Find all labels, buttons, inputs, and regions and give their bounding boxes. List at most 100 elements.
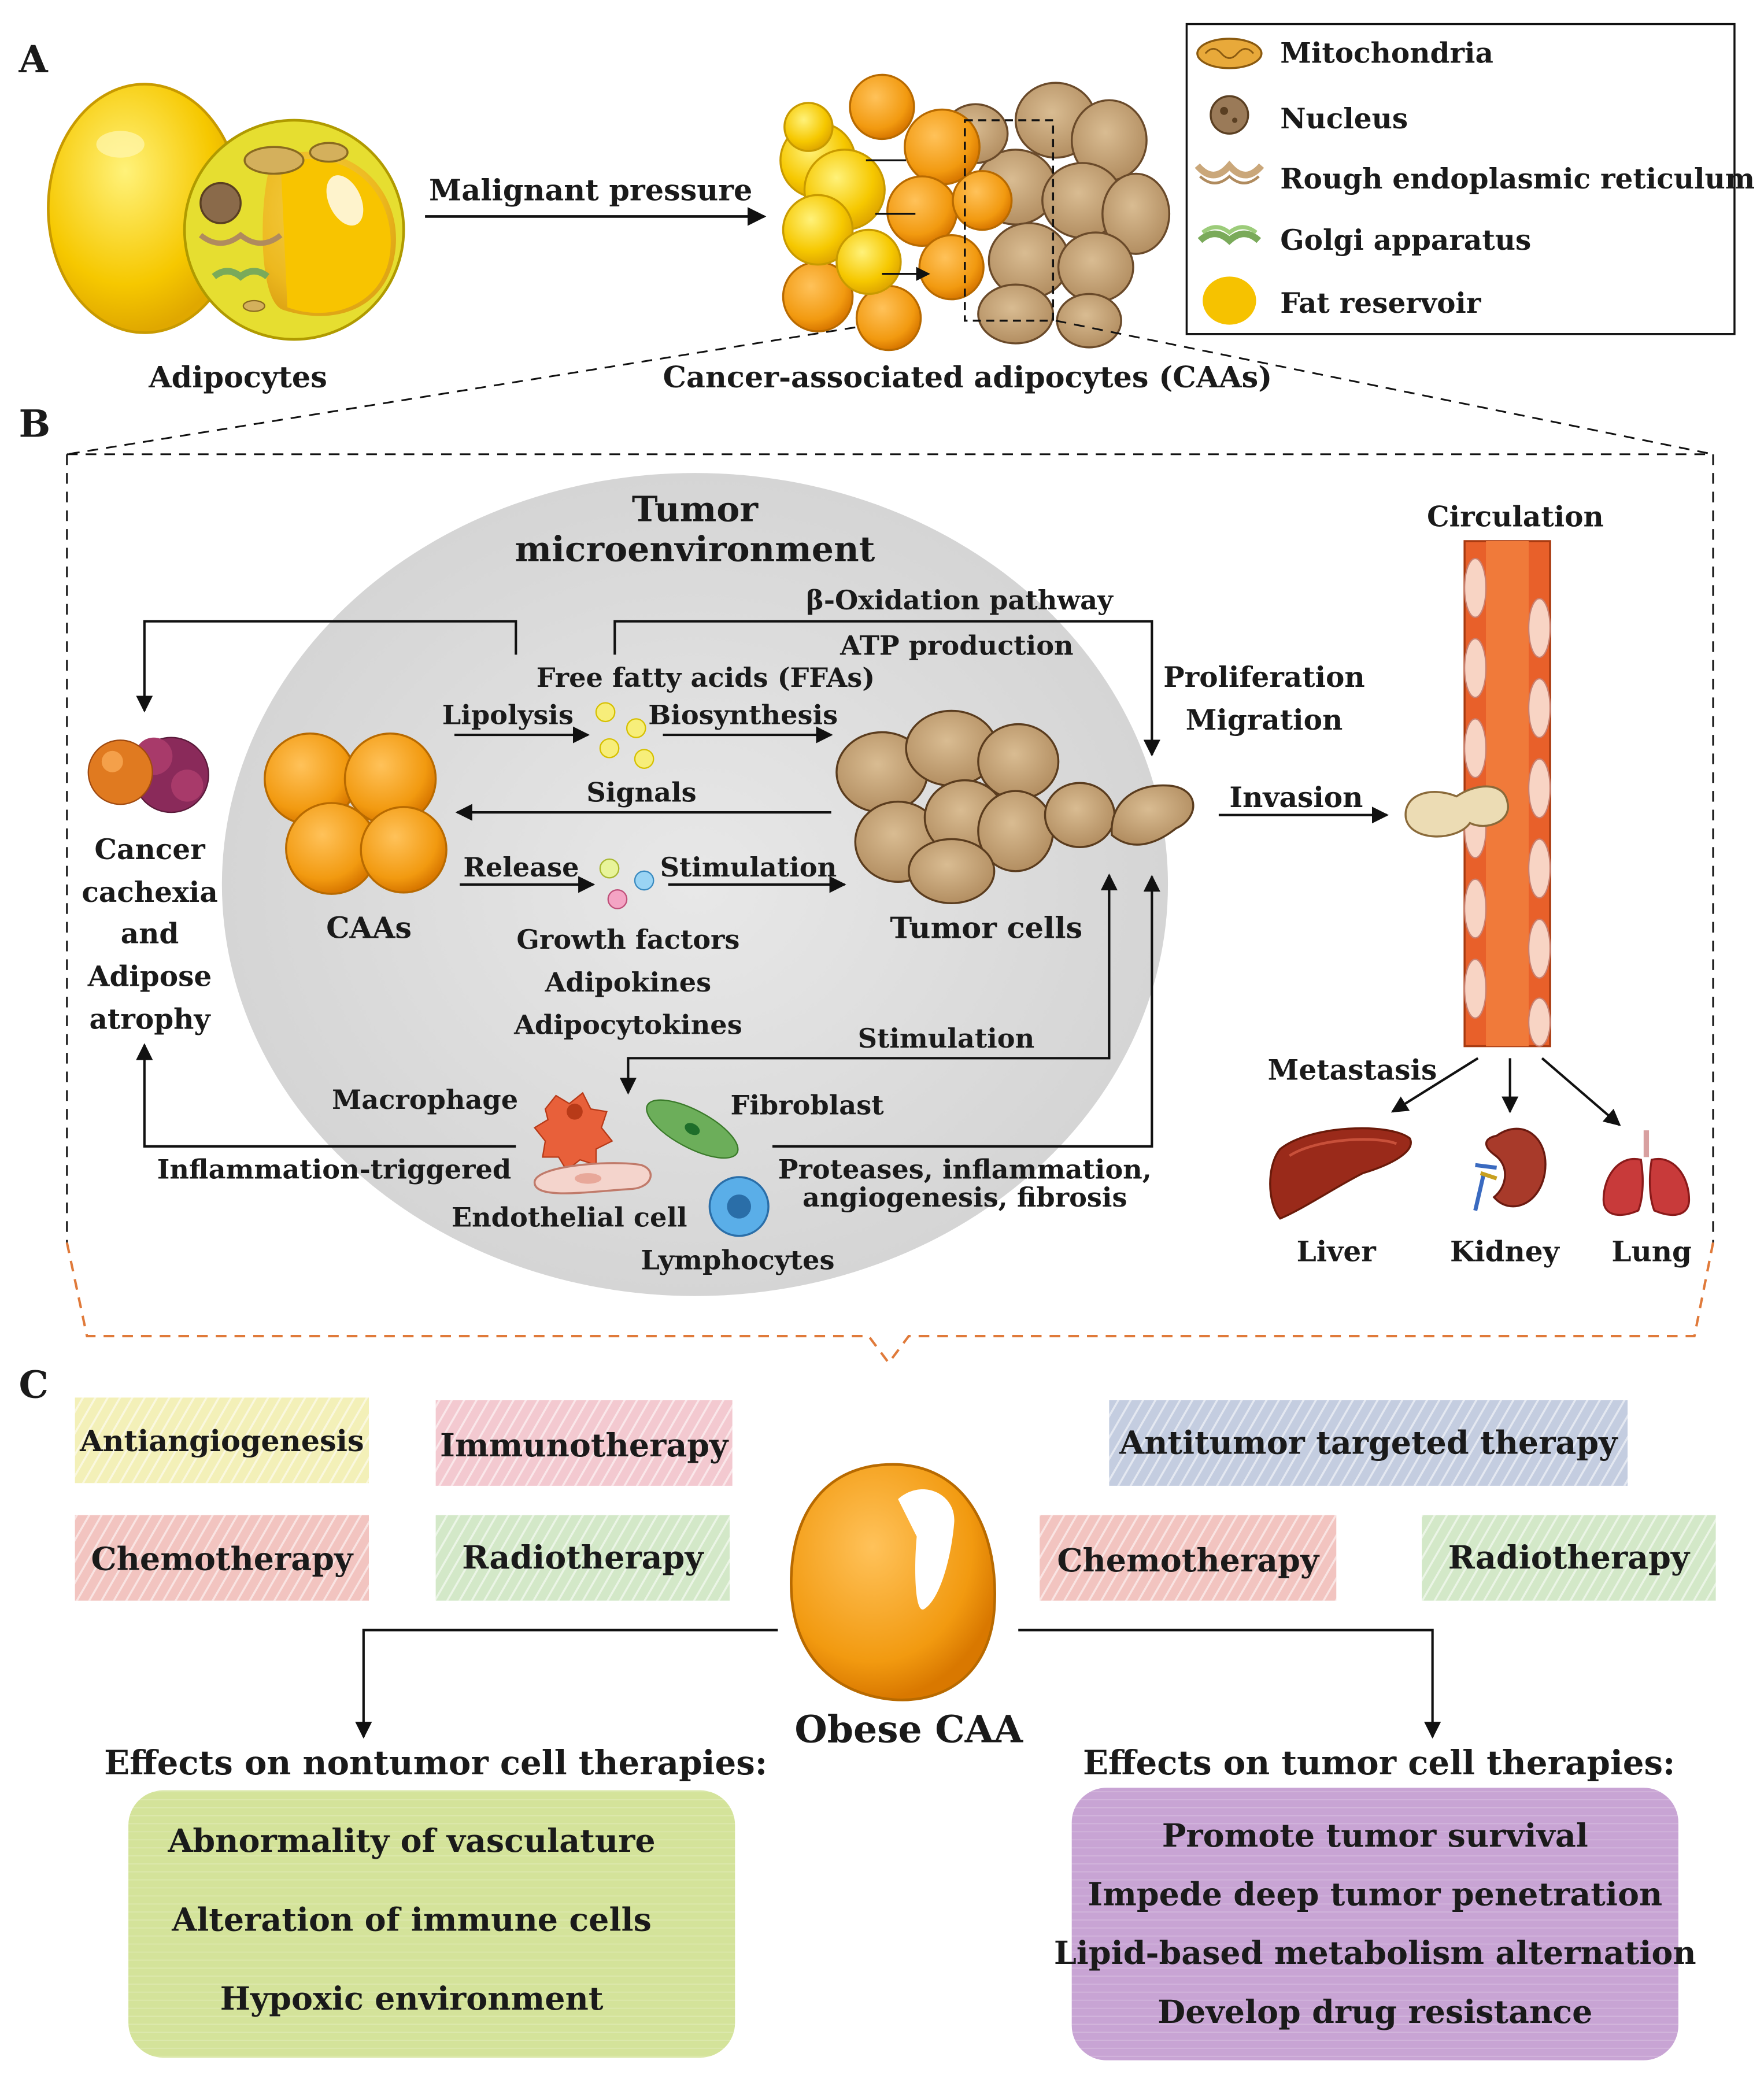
rough-er-icon bbox=[1195, 160, 1264, 184]
nucleus-icon bbox=[1210, 95, 1249, 135]
cachexia-cells-icon bbox=[87, 737, 209, 813]
stimulation-bottom-label: Stimulation bbox=[858, 1023, 1035, 1054]
proteases-to-tumor-arrow bbox=[772, 875, 1160, 1148]
migration-label: Migration bbox=[1186, 704, 1343, 737]
legend: Mitochondria Nucleus Rough endoplasmic r… bbox=[1185, 23, 1755, 335]
endothelial-label: Endothelial cell bbox=[452, 1202, 687, 1233]
tumor-effect-item: Develop drug resistance bbox=[1157, 1993, 1592, 2031]
mitochondria-icon bbox=[243, 146, 305, 175]
panel-b-bottom-brace bbox=[65, 1242, 1715, 1365]
lipolysis-label: Lipolysis bbox=[442, 700, 574, 731]
caa-label: Cancer-associated adipocytes (CAAs) bbox=[663, 360, 1273, 394]
tumor-effect-item: Impede deep tumor penetration bbox=[1088, 1876, 1662, 1914]
proteases-label-line2: angiogenesis, fibrosis bbox=[803, 1182, 1127, 1213]
tag-label: Immunotherapy bbox=[440, 1427, 729, 1464]
tumor-effect-item: Promote tumor survival bbox=[1162, 1817, 1588, 1855]
secreted-factors-icon bbox=[599, 858, 654, 909]
inflammation-triggered-label: Inflammation-triggered bbox=[157, 1153, 511, 1185]
endothelial-cell-icon bbox=[533, 1162, 652, 1194]
tumor-effect-item: Lipid-based metabolism alternation bbox=[1054, 1934, 1696, 1972]
lung-label: Lung bbox=[1611, 1235, 1692, 1268]
tag-label: Chemotherapy bbox=[91, 1540, 354, 1578]
therapy-tag: Chemotherapy bbox=[75, 1515, 369, 1601]
tme-title-line2: microenvironment bbox=[515, 530, 875, 570]
proliferation-label: Proliferation bbox=[1163, 661, 1364, 694]
panel-b-frame bbox=[66, 453, 1714, 1243]
tag-label: Radiotherapy bbox=[462, 1539, 704, 1577]
cachexia-line2: cachexia bbox=[82, 876, 217, 909]
nucleus-icon bbox=[199, 182, 242, 224]
panel-b-label: B bbox=[19, 402, 51, 446]
kidney-label: Kidney bbox=[1450, 1235, 1560, 1268]
kidney-icon bbox=[1473, 1127, 1547, 1211]
therapy-tag: Antiangiogenesis bbox=[75, 1397, 369, 1484]
tag-label: Radiotherapy bbox=[1448, 1539, 1691, 1577]
nontumor-effect-item: Alteration of immune cells bbox=[171, 1901, 652, 1939]
mitochondria-icon bbox=[1196, 38, 1263, 69]
adipocytes-label: Adipocytes bbox=[148, 360, 327, 394]
cachexia-line5: atrophy bbox=[89, 1003, 211, 1036]
nontumor-effect-item: Hypoxic environment bbox=[220, 1980, 604, 2018]
liver-label: Liver bbox=[1297, 1235, 1377, 1268]
golgi-icon bbox=[1197, 225, 1262, 245]
fibroblast-label: Fibroblast bbox=[731, 1089, 885, 1120]
legend-item-label: Golgi apparatus bbox=[1280, 224, 1531, 257]
tme-title-line1: Tumor bbox=[632, 489, 759, 530]
tumor-cells-label: Tumor cells bbox=[890, 910, 1082, 945]
cachexia-line3: and bbox=[121, 918, 179, 950]
blood-vessel-icon bbox=[1463, 540, 1551, 1048]
invasion-label: Invasion bbox=[1229, 781, 1363, 814]
ffa-to-cachexia-arrow bbox=[136, 620, 517, 713]
proteases-label-line1: Proteases, inflammation, bbox=[778, 1153, 1152, 1185]
tag-label: Antitumor targeted therapy bbox=[1119, 1424, 1618, 1462]
left-heading: Effects on nontumor cell therapies: bbox=[104, 1743, 767, 1782]
left-branch-arrow bbox=[355, 1629, 778, 1739]
therapy-tag: Chemotherapy bbox=[1040, 1515, 1337, 1601]
adipokines-label: Adipokines bbox=[545, 967, 712, 998]
tag-label: Chemotherapy bbox=[1057, 1542, 1320, 1579]
tag-label: Antiangiogenesis bbox=[79, 1423, 364, 1458]
fat-reservoir-icon bbox=[1203, 276, 1256, 325]
therapy-tag: Antitumor targeted therapy bbox=[1109, 1400, 1628, 1486]
liver-icon bbox=[1269, 1127, 1412, 1220]
legend-item-label: Nucleus bbox=[1280, 102, 1408, 135]
macrophage-label: Macrophage bbox=[332, 1084, 518, 1115]
legend-box bbox=[1185, 23, 1736, 335]
malignant-pressure-label: Malignant pressure bbox=[429, 173, 752, 208]
metastasis-liver-arrow bbox=[1391, 1057, 1479, 1113]
stimulation-top-label: Stimulation bbox=[660, 852, 837, 883]
caas-label: CAAs bbox=[326, 910, 412, 945]
ffa-particles-icon bbox=[595, 702, 654, 770]
obese-caa-icon bbox=[790, 1463, 996, 1701]
biosynthesis-label: Biosynthesis bbox=[648, 700, 838, 731]
nontumor-effect-item: Abnormality of vasculature bbox=[167, 1822, 655, 1860]
ffa-label: Free fatty acids (FFAs) bbox=[537, 662, 875, 693]
nontumor-effects-box: Abnormality of vasculature Alteration of… bbox=[128, 1790, 735, 2058]
adipocytokines-label: Adipocytokines bbox=[513, 1009, 742, 1041]
atp-production-label: ATP production bbox=[840, 630, 1073, 661]
right-branch-arrow bbox=[1018, 1629, 1441, 1739]
metastasis-label: Metastasis bbox=[1268, 1053, 1437, 1086]
invading-tumor-cell-icon bbox=[1404, 785, 1509, 838]
lung-icon bbox=[1602, 1130, 1691, 1216]
circulation-label: Circulation bbox=[1427, 501, 1604, 534]
release-label: Release bbox=[463, 852, 579, 883]
lymphocytes-label: Lymphocytes bbox=[641, 1245, 834, 1276]
adipocytes-illustration bbox=[47, 83, 405, 341]
inflammation-to-cachexia-arrow bbox=[136, 1043, 516, 1148]
legend-item-label: Mitochondria bbox=[1280, 37, 1493, 70]
therapy-tag: Immunotherapy bbox=[435, 1400, 733, 1486]
metastasis-lung-arrow bbox=[1541, 1057, 1621, 1126]
legend-item-label: Rough endoplasmic reticulum bbox=[1280, 162, 1755, 195]
caa-cluster-illustration bbox=[779, 73, 1171, 352]
lymphocyte-icon bbox=[708, 1176, 770, 1237]
obese-caa-label: Obese CAA bbox=[794, 1708, 1023, 1752]
therapy-tag: Radiotherapy bbox=[435, 1515, 730, 1601]
beta-oxidation-label: β-Oxidation pathway bbox=[806, 585, 1114, 616]
caas-cluster-icon bbox=[264, 733, 448, 895]
zoom-connector-lines bbox=[66, 320, 1714, 456]
fibroblast-icon bbox=[646, 1099, 739, 1159]
beta-oxidation-arrow bbox=[613, 620, 1160, 757]
